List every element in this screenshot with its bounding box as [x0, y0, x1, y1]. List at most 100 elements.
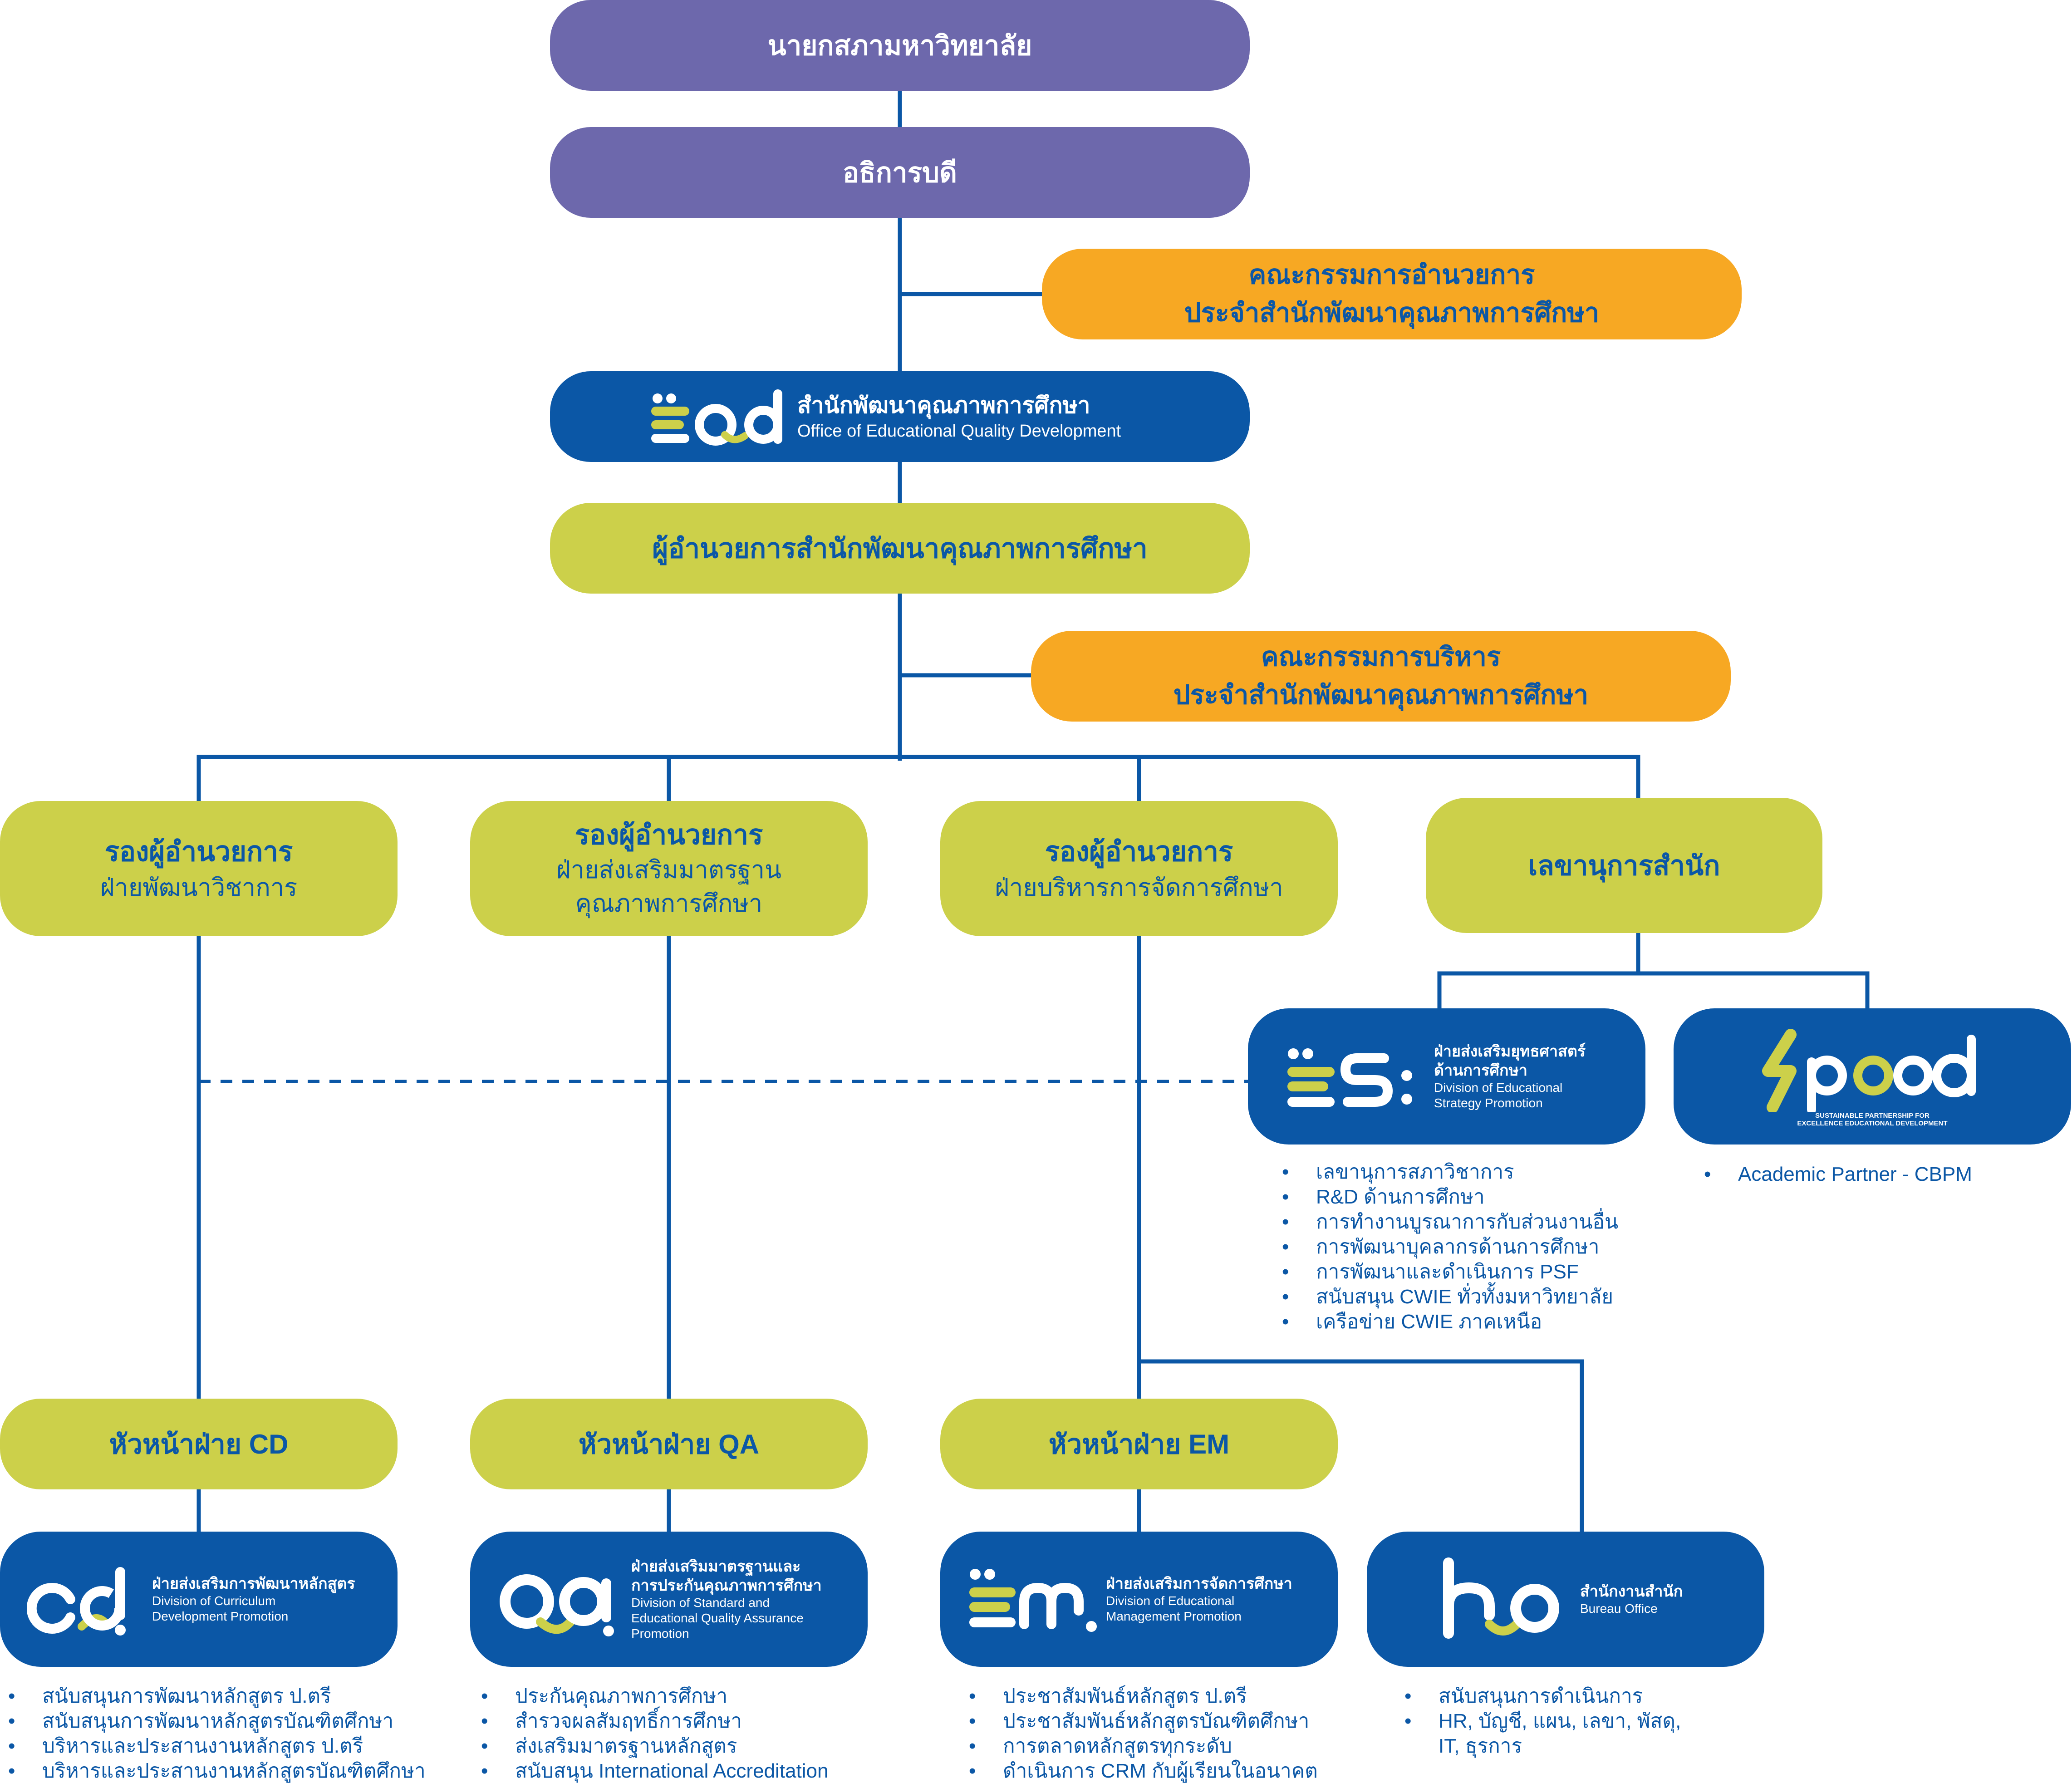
- secretary-box: เลขานุการสำนัก: [1426, 798, 1822, 933]
- es-unit-box: ฝ่ายส่งเสริมยุทธศาสตร์ ด้านการศึกษา Divi…: [1248, 1008, 1645, 1145]
- cd-duty-item: บริหารและประสานงานหลักสูตรบัณฑิตศึกษา: [8, 1759, 426, 1783]
- eqd-logo: [648, 380, 793, 453]
- head-em-box: หัวหน้าฝ่าย EM: [940, 1399, 1338, 1489]
- director-box: ผู้อำนวยการสำนักพัฒนาคุณภาพการศึกษา: [550, 503, 1250, 594]
- speed-duty-item: Academic Partner - CBPM: [1704, 1162, 1972, 1187]
- qa-name-en2: Educational Quality Assurance: [631, 1611, 804, 1625]
- em-logo-mark: [969, 1569, 1097, 1632]
- bo-logo-mark: [1443, 1557, 1559, 1639]
- office-box: สำนักพัฒนาคุณภาพการศึกษา Office of Educa…: [550, 371, 1250, 462]
- director-label: ผู้อำนวยการสำนักพัฒนาคุณภาพการศึกษา: [652, 533, 1148, 564]
- em-duty-item: การตลาดหลักสูตรทุกระดับ: [969, 1734, 1318, 1759]
- speed-logo-mark: [1762, 1029, 1976, 1112]
- bo-name-en: Bureau Office: [1580, 1601, 1658, 1616]
- qa-duty-item: ส่งเสริมมาตรฐานหลักสูตร: [481, 1734, 828, 1759]
- es-logo: [1284, 1031, 1420, 1122]
- es-duties-list: เลขานุการสภาวิชาการR&D ด้านการศึกษาการทำ…: [1282, 1159, 1618, 1334]
- exec-committee-box: คณะกรรมการบริหาร ประจำสำนักพัฒนาคุณภาพกา…: [1031, 631, 1731, 722]
- em-duty-item: ประชาสัมพันธ์หลักสูตรบัณฑิตศึกษา: [969, 1709, 1318, 1734]
- deputy-academic-sub: ฝ่ายพัฒนาวิชาการ: [100, 874, 298, 901]
- exec-committee-line2: ประจำสำนักพัฒนาคุณภาพการศึกษา: [1173, 680, 1589, 710]
- es-name-en1: Division of Educational: [1434, 1081, 1563, 1095]
- bo-logo: [1435, 1554, 1571, 1645]
- council-president-label: นายกสภามหาวิทยาลัย: [767, 30, 1032, 61]
- es-name-en2: Strategy Promotion: [1434, 1096, 1543, 1110]
- office-name-en: Office of Educational Quality Developmen…: [797, 422, 1121, 441]
- head-cd-box: หัวหน้าฝ่าย CD: [0, 1399, 398, 1489]
- qa-duty-item: ประกันคุณภาพการศึกษา: [481, 1684, 828, 1709]
- es-duty-item: การพัฒนาบุคลากรด้านการศึกษา: [1282, 1234, 1618, 1259]
- cd-duties-list: สนับสนุนการพัฒนาหลักสูตร ป.ตรีสนับสนุนกา…: [8, 1684, 426, 1783]
- es-duty-item: การทำงานบูรณาการกับส่วนงานอื่น: [1282, 1209, 1618, 1234]
- qa-duties-list: ประกันคุณภาพการศึกษาสำรวจผลสัมฤทธิ์การศึ…: [481, 1684, 828, 1783]
- cd-logo-mark: [27, 1567, 126, 1636]
- em-duty-item: ดำเนินการ CRM กับผู้เรียนในอนาคต: [969, 1759, 1318, 1783]
- speed-tagline-2: EXCELLENCE EDUCATIONAL DEVELOPMENT: [1797, 1120, 1948, 1127]
- speed-duties-list: Academic Partner - CBPM: [1704, 1162, 1972, 1187]
- deputy-management-title: รองผู้อำนวยการ: [1045, 836, 1233, 867]
- em-duties-list: ประชาสัมพันธ์หลักสูตร ป.ตรีประชาสัมพันธ์…: [969, 1684, 1318, 1783]
- deputy-academic-title: รองผู้อำนวยการ: [104, 836, 293, 867]
- qa-name-en3: Promotion: [631, 1626, 689, 1641]
- director-committee-box: คณะกรรมการอำนวยการ ประจำสำนักพัฒนาคุณภาพ…: [1042, 249, 1742, 339]
- bo-duties-list: สนับสนุนการดำเนินการHR, บัญชี, แผน, เลขา…: [1404, 1684, 1681, 1759]
- director-committee-line1: คณะกรรมการอำนวยการ: [1248, 260, 1535, 290]
- qa-logo-mark: [500, 1574, 614, 1636]
- deputy-standard-title: รองผู้อำนวยการ: [574, 820, 763, 850]
- em-duty-item: ประชาสัมพันธ์หลักสูตร ป.ตรี: [969, 1684, 1318, 1709]
- exec-committee-line1: คณะกรรมการบริหาร: [1261, 642, 1501, 672]
- deputy-academic-box: รองผู้อำนวยการ ฝ่ายพัฒนาวิชาการ: [0, 801, 398, 936]
- deputy-standard-sub2: คุณภาพการศึกษา: [575, 890, 763, 917]
- head-qa-label: หัวหน้าฝ่าย QA: [578, 1429, 760, 1459]
- qa-duty-item: สำรวจผลสัมฤทธิ์การศึกษา: [481, 1709, 828, 1734]
- deputy-standard-box: รองผู้อำนวยการ ฝ่ายส่งเสริมมาตรฐาน คุณภา…: [470, 801, 868, 936]
- es-duty-item: สนับสนุน CWIE ทั่วทั้งมหาวิทยาลัย: [1282, 1284, 1618, 1309]
- es-name-th1: ฝ่ายส่งเสริมยุทธศาสตร์: [1434, 1043, 1586, 1060]
- bo-duty-item: สนับสนุนการดำเนินการ: [1404, 1684, 1681, 1709]
- qa-name-th2: การประกันคุณภาพการศึกษา: [631, 1577, 822, 1594]
- head-em-label: หัวหน้าฝ่าย EM: [1048, 1429, 1230, 1459]
- bo-duty-item: HR, บัญชี, แผน, เลขา, พัสดุ,: [1404, 1709, 1681, 1734]
- head-qa-box: หัวหน้าฝ่าย QA: [470, 1399, 868, 1489]
- cd-name-th: ฝ่ายส่งเสริมการพัฒนาหลักสูตร: [152, 1575, 355, 1592]
- head-cd-label: หัวหน้าฝ่าย CD: [109, 1429, 289, 1459]
- es-logo-mark: [1287, 1048, 1412, 1107]
- qa-name-en1: Division of Standard and: [631, 1596, 770, 1610]
- qa-duty-item: สนับสนุน International Accreditation: [481, 1759, 828, 1783]
- cd-unit-box: ฝ่ายส่งเสริมการพัฒนาหลักสูตร Division of…: [0, 1532, 398, 1667]
- es-duty-item: เครือข่าย CWIE ภาคเหนือ: [1282, 1309, 1618, 1334]
- secretary-label: เลขานุการสำนัก: [1528, 850, 1720, 881]
- cd-duty-item: บริหารและประสานงานหลักสูตร ป.ตรี: [8, 1734, 426, 1759]
- cd-name-en2: Development Promotion: [152, 1609, 289, 1623]
- deputy-management-box: รองผู้อำนวยการ ฝ่ายบริหารการจัดการศึกษา: [940, 801, 1338, 936]
- qa-unit-box: ฝ่ายส่งเสริมมาตรฐานและ การประกันคุณภาพกา…: [470, 1532, 868, 1667]
- em-name-th: ฝ่ายส่งเสริมการจัดการศึกษา: [1106, 1575, 1292, 1592]
- es-duty-item: การพัฒนาและดำเนินการ PSF: [1282, 1259, 1618, 1284]
- bo-unit-box: สำนักงานสำนัก Bureau Office: [1367, 1532, 1764, 1667]
- speed-tagline-1: SUSTAINABLE PARTNERSHIP FOR: [1815, 1112, 1930, 1120]
- director-committee-line2: ประจำสำนักพัฒนาคุณภาพการศึกษา: [1184, 298, 1600, 328]
- president-label: อธิการบดี: [843, 157, 957, 188]
- em-name-en2: Management Promotion: [1106, 1609, 1242, 1623]
- qa-logo: [493, 1554, 624, 1645]
- cd-name-en1: Division of Curriculum: [152, 1594, 276, 1608]
- es-name-th2: ด้านการศึกษา: [1434, 1062, 1528, 1079]
- bo-duty-item: IT, ธุรการ: [1439, 1735, 1522, 1757]
- president-box: อธิการบดี: [550, 127, 1250, 218]
- em-name-en1: Division of Educational: [1106, 1594, 1235, 1608]
- council-president-box: นายกสภามหาวิทยาลัย: [550, 0, 1250, 91]
- es-duty-item: เลขานุการสภาวิชาการ: [1282, 1159, 1618, 1184]
- deputy-management-sub: ฝ่ายบริหารการจัดการศึกษา: [995, 874, 1283, 901]
- cd-logo: [25, 1554, 138, 1645]
- em-unit-box: ฝ่ายส่งเสริมการจัดการศึกษา Division of E…: [940, 1532, 1338, 1667]
- eqd-logo-mark: [651, 389, 782, 446]
- deputy-standard-sub1: ฝ่ายส่งเสริมมาตรฐาน: [556, 856, 781, 884]
- cd-duty-item: สนับสนุนการพัฒนาหลักสูตรบัณฑิตศึกษา: [8, 1709, 426, 1734]
- em-logo: [965, 1554, 1101, 1645]
- qa-name-th1: ฝ่ายส่งเสริมมาตรฐานและ: [631, 1558, 801, 1575]
- cd-duty-item: สนับสนุนการพัฒนาหลักสูตร ป.ตรี: [8, 1684, 426, 1709]
- speed-unit-box: SUSTAINABLE PARTNERSHIP FOR EXCELLENCE E…: [1674, 1008, 2071, 1145]
- office-name-th: สำนักพัฒนาคุณภาพการศึกษา: [797, 393, 1090, 418]
- es-duty-item: R&D ด้านการศึกษา: [1282, 1184, 1618, 1209]
